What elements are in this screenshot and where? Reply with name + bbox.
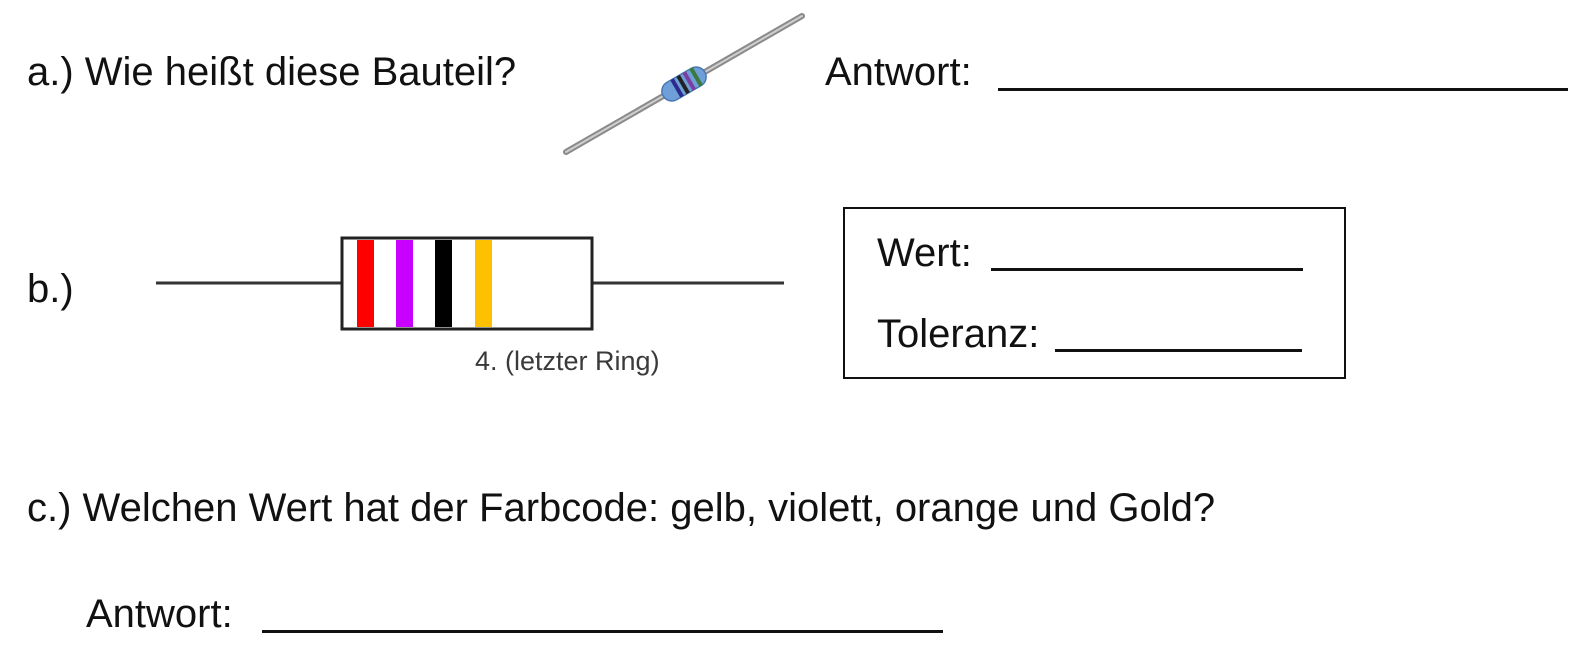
color-band-1: [357, 240, 374, 327]
photo-band-4: [689, 67, 703, 87]
value-blank[interactable]: [991, 268, 1303, 271]
last-ring-caption: 4. (letzter Ring): [475, 346, 660, 376]
question-c-answer-label: Antwort:: [86, 592, 233, 636]
question-a-label: a.) Wie heißt diese Bauteil?: [27, 50, 517, 94]
question-c-answer-blank[interactable]: [262, 630, 943, 633]
color-band-2: [396, 240, 413, 327]
tolerance-label: Toleranz:: [877, 312, 1040, 356]
question-a-answer-label: Antwort:: [825, 50, 972, 94]
value-tolerance-box: [843, 207, 1346, 379]
photo-band-3: [682, 71, 696, 91]
question-a-answer-blank[interactable]: [998, 88, 1568, 91]
resistor-body-outline: [340, 236, 594, 331]
photo-band-1: [670, 78, 684, 98]
resistor-color-code-diagram: [156, 236, 784, 331]
tolerance-blank[interactable]: [1055, 349, 1302, 352]
question-c-label: c.) Welchen Wert hat der Farbcode: gelb,…: [27, 486, 1216, 530]
resistor-photo-icon: [563, 13, 805, 155]
value-label: Wert:: [877, 231, 972, 275]
question-b-label: b.): [27, 267, 74, 311]
color-band-3: [435, 240, 452, 327]
color-band-4: [475, 240, 492, 327]
photo-band-2: [676, 74, 690, 95]
